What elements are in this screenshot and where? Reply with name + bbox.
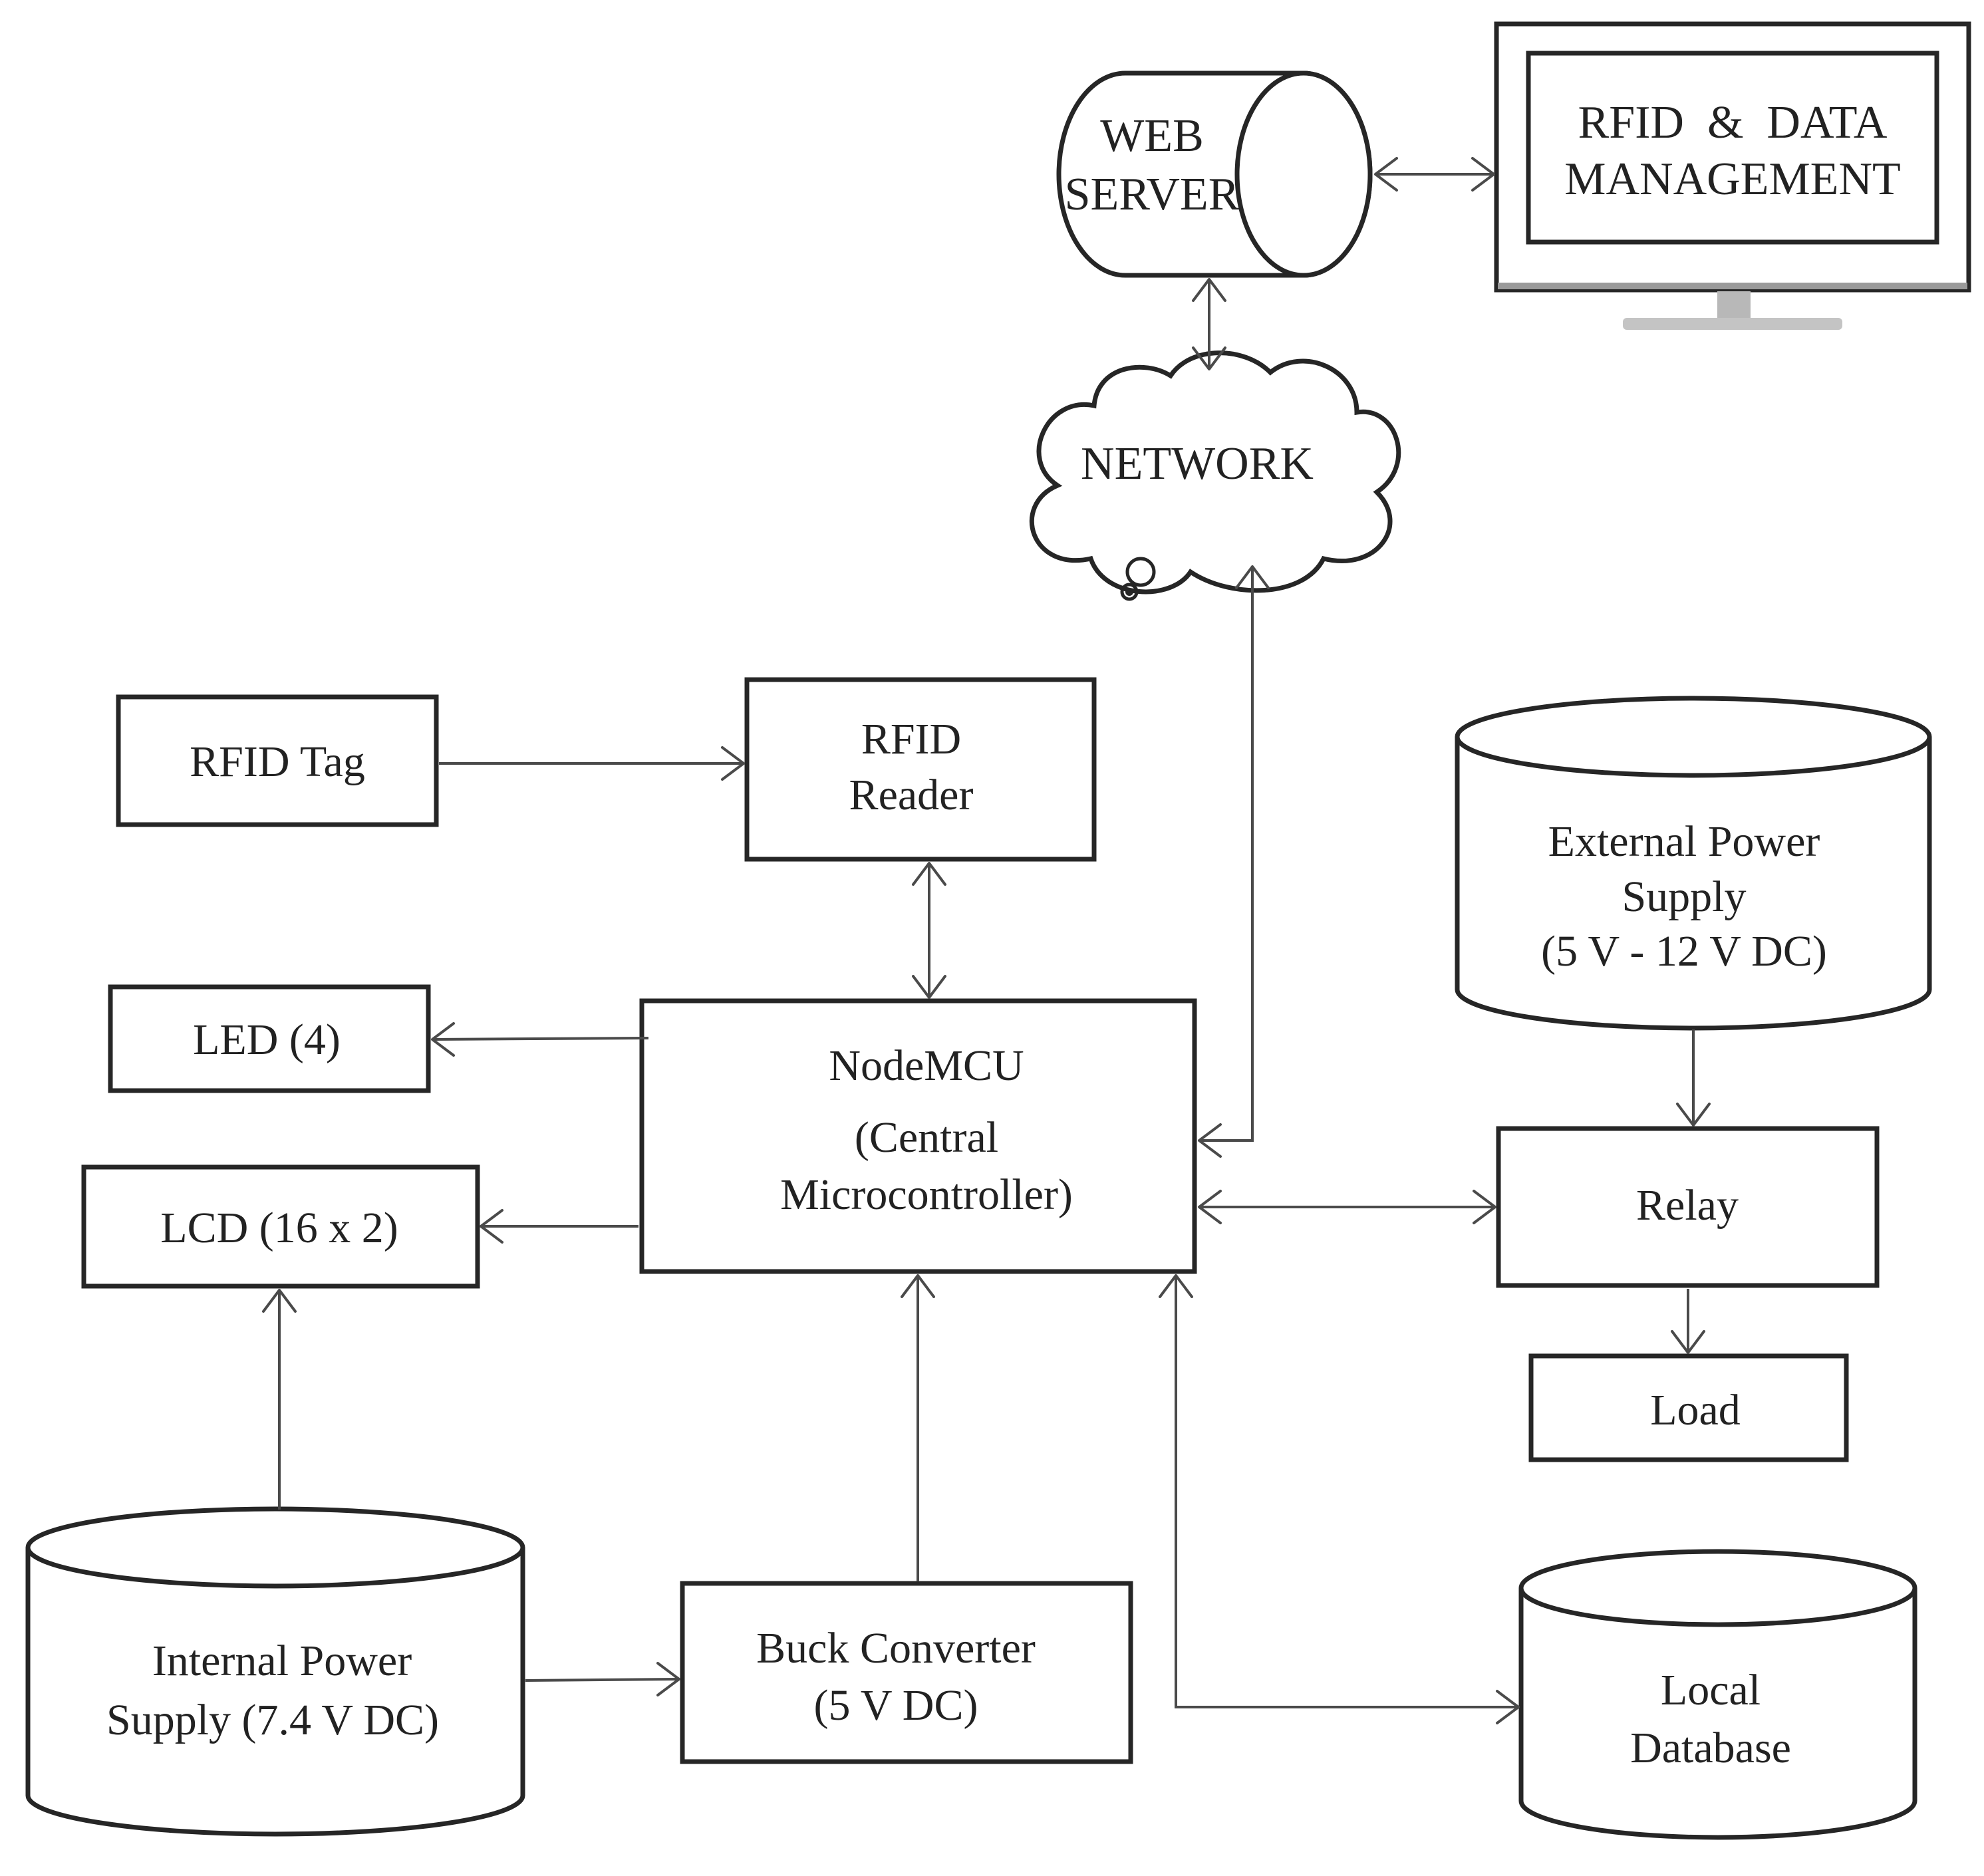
network-label: NETWORK <box>1081 438 1314 489</box>
external-power-supply-cylinder: External Power Supply (5 V - 12 V DC) <box>1455 696 1932 1031</box>
web-server-monitor-link <box>1374 157 1495 192</box>
led-block: LED (4) <box>108 984 431 1093</box>
nodemcu-block: NodeMCU (Central Microcontroller) <box>639 998 1197 1274</box>
nodemcu-label-1: NodeMCU <box>829 1041 1024 1090</box>
rfid-data-management-label-2: MANAGEMENT <box>1564 154 1901 205</box>
local-database-label-1: Local <box>1661 1666 1761 1714</box>
rfid-data-management-monitor: RFID & DATA MANAGEMENT <box>1494 21 1971 330</box>
rfid-data-management-label-1: RFID & DATA <box>1578 97 1888 148</box>
local-database-label-2: Database <box>1630 1724 1791 1772</box>
nodemcu-label-2: (Central <box>855 1113 998 1162</box>
web-server-label-2: SERVER <box>1065 169 1240 220</box>
internal-power-lcd-link <box>262 1289 297 1510</box>
external-power-supply-label-1: External Power <box>1548 817 1820 866</box>
nodemcu-local-database-link <box>1159 1274 1520 1724</box>
lcd-label: LCD (16 x 2) <box>160 1204 398 1252</box>
buck-converter-label-2: (5 V DC) <box>814 1681 978 1730</box>
network-nodemcu-link <box>1198 565 1270 1158</box>
external-power-relay-link <box>1676 1029 1711 1127</box>
load-label: Load <box>1650 1386 1741 1434</box>
buck-converter-label-1: Buck Converter <box>756 1624 1036 1673</box>
web-server-network-link <box>1192 278 1226 370</box>
external-power-supply-label-3: (5 V - 12 V DC) <box>1541 927 1827 976</box>
led-label: LED (4) <box>193 1015 341 1064</box>
lcd-block: LCD (16 x 2) <box>81 1164 480 1289</box>
external-power-supply-label-2: Supply <box>1622 872 1746 921</box>
nodemcu-led-link <box>431 1022 649 1057</box>
rfid-tag-block: RFID Tag <box>116 694 439 827</box>
web-server-label-1: WEB <box>1100 110 1204 162</box>
internal-power-supply-cylinder: Internal Power Supply (7.4 V DC) <box>25 1506 525 1837</box>
rfid-reader-block: RFID Reader <box>744 677 1097 862</box>
rfid-reader-label-1: RFID <box>861 715 961 763</box>
nodemcu-label-3: Microcontroller) <box>780 1170 1073 1219</box>
internal-power-buck-link <box>525 1662 680 1696</box>
local-database-cylinder: Local Database <box>1518 1549 1917 1840</box>
web-server-node: WEB SERVER <box>1056 70 1373 278</box>
internal-power-supply-label-1: Internal Power <box>152 1637 412 1685</box>
rfid-reader-nodemcu-link <box>912 862 946 999</box>
relay-load-link <box>1671 1289 1705 1354</box>
buck-converter-block: Buck Converter (5 V DC) <box>680 1581 1133 1764</box>
relay-block: Relay <box>1496 1126 1880 1288</box>
relay-label: Relay <box>1636 1181 1739 1230</box>
nodemcu-relay-link <box>1198 1190 1496 1224</box>
buck-nodemcu-link <box>901 1274 935 1581</box>
rfid-reader-label-2: Reader <box>849 771 974 819</box>
rfid-tag-reader-link <box>439 746 745 781</box>
network-cloud: NETWORK <box>1029 350 1401 601</box>
load-block: Load <box>1528 1353 1849 1462</box>
nodemcu-lcd-link <box>480 1209 638 1244</box>
rfid-tag-label: RFID Tag <box>190 737 365 786</box>
internal-power-supply-label-2: Supply (7.4 V DC) <box>106 1696 439 1744</box>
